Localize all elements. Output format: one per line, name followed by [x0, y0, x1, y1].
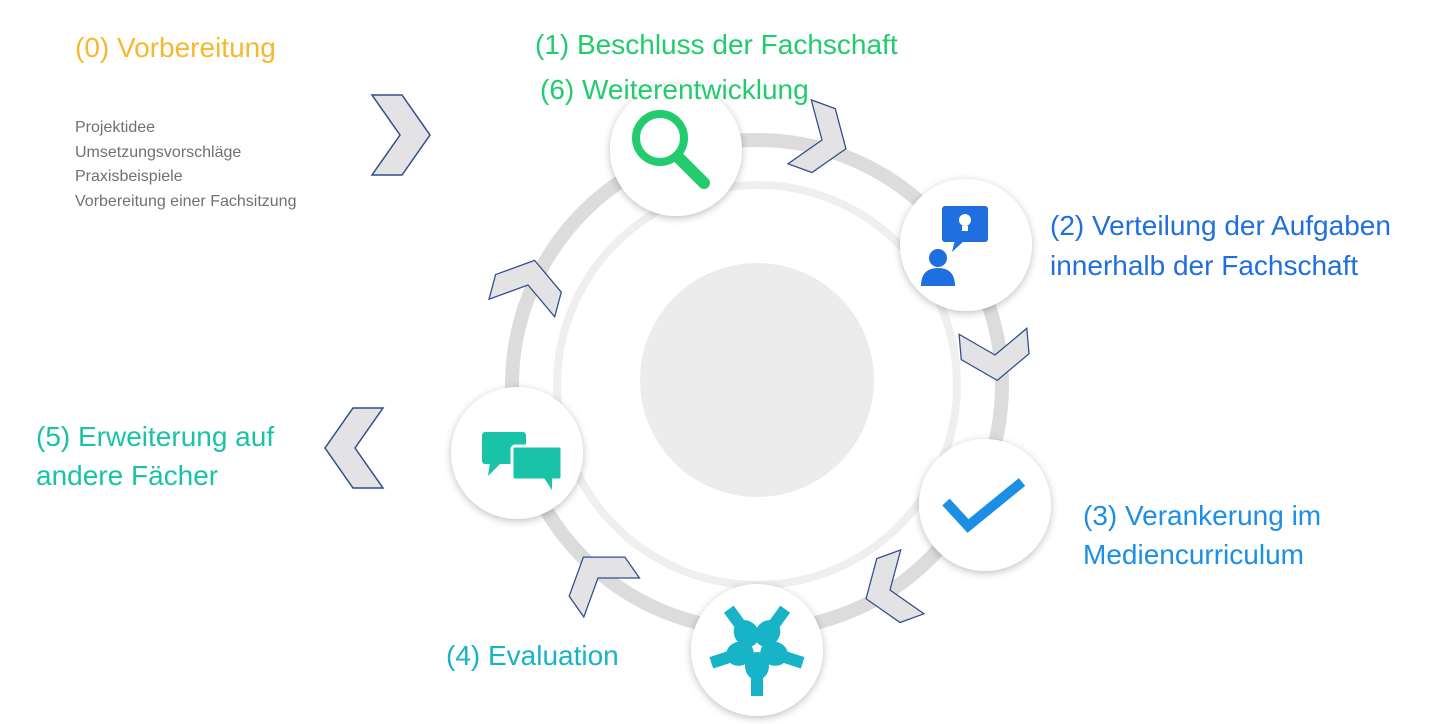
chevron-right-0: [371, 94, 431, 176]
check-node: [919, 439, 1051, 571]
step-0-item: Projektidee: [75, 119, 156, 136]
search-icon: [632, 110, 710, 189]
step-5-title-line1: (5) Erweiterung auf: [36, 421, 275, 452]
step-4-title: (4) Evaluation: [446, 640, 619, 671]
search-node: [610, 84, 742, 216]
step-0-item: Umsetzungsvorschläge: [75, 143, 242, 161]
step-3-title-line2: Mediencurriculum: [1083, 539, 1304, 570]
chat-node: [451, 387, 583, 519]
presenter-node: [900, 179, 1032, 311]
chat-bubbles-icon: [482, 432, 564, 490]
step-0-item: Vorbereitung einer Fachsitzung: [75, 192, 297, 210]
checkmark-icon: [942, 478, 1026, 533]
step-0-title: (0) Vorbereitung: [75, 32, 276, 63]
step-1-title: (1) Beschluss der Fachschaft: [535, 29, 898, 60]
step-3-title-line1: (3) Verankerung im: [1083, 500, 1322, 531]
chevron-3: [853, 549, 925, 632]
step-2-title-line1: (2) Verteilung der Aufgaben: [1050, 210, 1391, 241]
chevron-left-5: [324, 407, 384, 489]
step-6-title: (6) Weiterentwicklung: [540, 74, 809, 105]
hands-icon: [709, 605, 805, 696]
step-0-item: Praxisbeispiele: [75, 168, 183, 185]
presenter-idea-icon: [921, 206, 988, 286]
hands-node: [691, 584, 823, 716]
step-5-title-line2: andere Fächer: [36, 460, 219, 491]
step-0-items: Projektidee Umsetzungsvorschläge Praxisb…: [75, 116, 296, 214]
center-disc: [640, 263, 874, 497]
step-2-title-line2: innerhalb der Fachschaft: [1050, 250, 1359, 281]
